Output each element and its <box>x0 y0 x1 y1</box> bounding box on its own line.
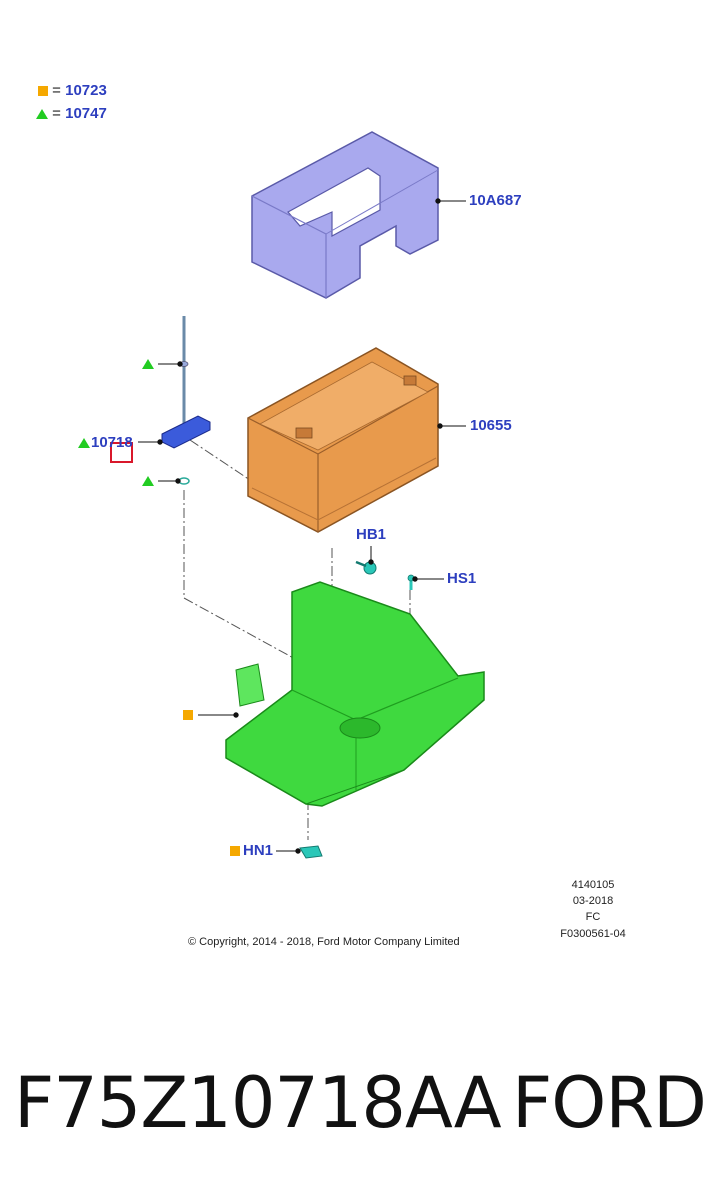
square-marker-icon <box>183 710 193 720</box>
part-number: F75Z10718AA <box>14 1062 502 1144</box>
leader-lines <box>138 198 466 854</box>
callout-hn1: HN1 <box>243 842 274 859</box>
battery-icon <box>247 347 439 533</box>
brand-name: FORD <box>512 1062 707 1144</box>
meta-line-4: F0300561-04 <box>560 928 626 940</box>
legend-square-row: = 10723 <box>38 82 107 99</box>
triangle-marker-icon <box>78 438 90 448</box>
legend-triangle-row: = 10747 <box>36 105 107 122</box>
callout-hb1: HB1 <box>356 526 387 543</box>
bolt-hb1-icon <box>355 560 377 575</box>
copyright-text: © Copyright, 2014 - 2018, Ford Motor Com… <box>188 936 460 948</box>
nut-hn1-icon <box>299 845 323 859</box>
callout-clamp: 10718 <box>91 434 133 451</box>
callout-hs1: HS1 <box>447 570 477 587</box>
triangle-marker-icon <box>36 109 48 120</box>
battery-cover-icon <box>251 131 439 299</box>
legend-equals: = <box>52 82 61 99</box>
meta-line-3: FC <box>585 911 601 923</box>
callout-cover: 10A687 <box>469 192 522 209</box>
legend-equals: = <box>52 105 61 122</box>
hold-down-rod-icon <box>179 316 189 424</box>
triangle-marker-icon <box>142 359 154 369</box>
highlight-box <box>110 442 133 463</box>
triangle-marker-icon <box>142 476 154 486</box>
legend-triangle-code: 10747 <box>65 105 107 122</box>
legend-square-code: 10723 <box>65 82 107 99</box>
square-marker-icon <box>38 86 48 97</box>
meta-line-1: 4140105 <box>571 879 615 891</box>
meta-line-2: 03-2018 <box>572 895 614 907</box>
square-marker-icon <box>230 846 240 856</box>
parts-diagram <box>78 131 485 859</box>
hold-down-clamp-icon <box>161 415 211 449</box>
callout-battery: 10655 <box>470 417 512 434</box>
battery-tray-icon <box>225 581 485 807</box>
